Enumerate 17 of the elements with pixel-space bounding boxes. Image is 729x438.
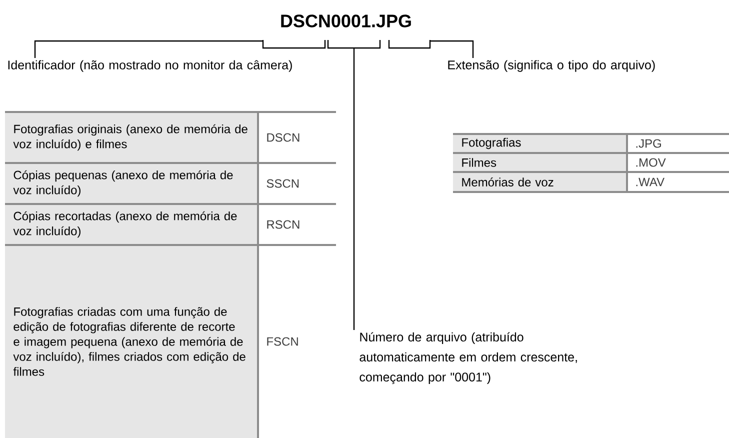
code-text: .JPG [636, 139, 661, 148]
code-text: FSCN [267, 337, 298, 346]
leader-line [430, 40, 474, 58]
code-text: SSCN [266, 179, 299, 188]
table-cell: Cópias recortadas (anexo de memória de voz incluído) [5, 204, 258, 245]
code-text: RSCN [267, 220, 300, 229]
leader-line [34, 40, 263, 58]
file-name-title: DSCN0001.JPG [281, 14, 411, 28]
table-cell: Fotografias originais (anexo de memória de voz incluído) e filmes [5, 112, 258, 163]
description-text: Identificador (não mostrado no monitor da câmera) [8, 60, 292, 72]
leader-line [353, 48, 355, 330]
code-text: .WAV [636, 178, 664, 186]
table-cell: Cópias pequenas (anexo de memória de voz incluído) [5, 163, 258, 204]
code-text: DSCN [267, 133, 300, 142]
description-text: Extensão (significa o tipo do arquivo) [448, 60, 655, 72]
description-text: Número de arquivo (atribuído automaticamente em ordem crescente, começando por "0001") [360, 332, 577, 384]
code-text: .MOV [636, 158, 666, 167]
